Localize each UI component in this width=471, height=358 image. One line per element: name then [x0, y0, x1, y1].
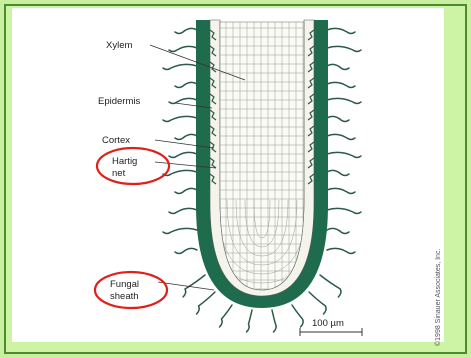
label-xylem: Xylem [106, 40, 132, 51]
scale-bar-label: 100 µm [312, 318, 344, 329]
label-fungal-line1: Fungal [110, 279, 139, 290]
copyright-credit: ©1998 Sinauer Associates, Inc. [434, 249, 442, 346]
label-cortex: Cortex [102, 135, 130, 146]
fungal-highlight-circle [95, 272, 167, 308]
label-hartig-line1: Hartig [112, 156, 137, 167]
label-fungal-line2: sheath [110, 291, 139, 302]
root-interior [220, 22, 304, 290]
label-hartig-line2: net [112, 168, 126, 179]
label-epidermis: Epidermis [98, 96, 140, 107]
